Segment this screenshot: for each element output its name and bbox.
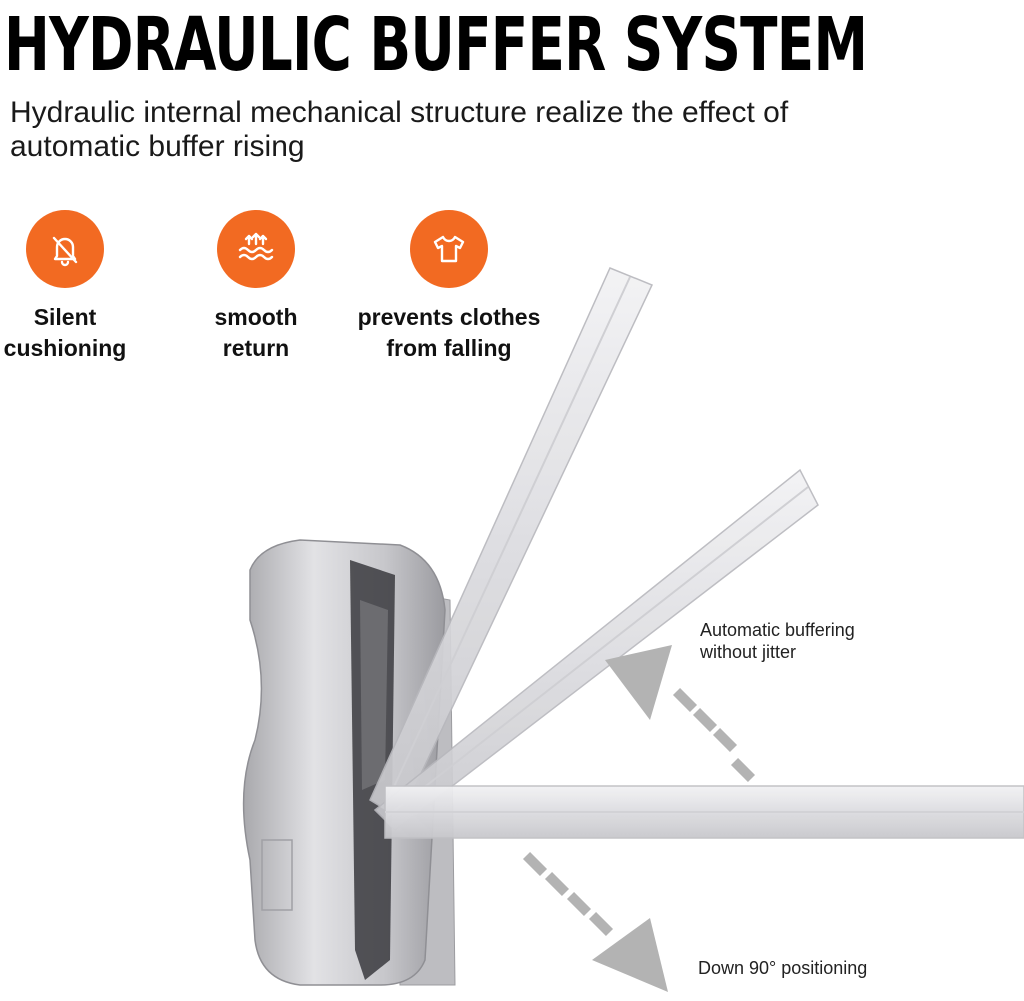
arrow-down-dashed-icon	[522, 851, 668, 992]
buffering-annotation-line1: Automatic buffering	[700, 620, 855, 640]
bar-position-horizontal	[384, 785, 1024, 839]
page-title: HYDRAULIC BUFFER SYSTEM	[4, 2, 868, 88]
feature-prevents-clothes-falling: prevents clothes from falling	[349, 210, 549, 364]
positioning-annotation: Down 90° positioning	[698, 958, 868, 978]
buffering-annotation: Automatic buffering without jitter	[700, 619, 855, 663]
buffering-annotation-line2: without jitter	[700, 642, 797, 662]
feature-label-line2: from falling	[386, 335, 512, 361]
t-shirt-icon	[410, 210, 488, 288]
feature-label-line2: return	[222, 335, 290, 361]
arrow-up-dashed-icon	[605, 645, 756, 783]
feature-label-line1: Silent	[33, 304, 97, 330]
feature-label-line2: cushioning	[3, 335, 127, 361]
hinge-housing	[242, 539, 446, 986]
mounting-plate	[394, 589, 456, 986]
feature-smooth-return: smooth return	[156, 210, 356, 364]
feature-label-line1: prevents clothes	[357, 304, 541, 330]
water-waves-up-arrows-icon	[217, 210, 295, 288]
feature-label-line1: smooth	[214, 304, 298, 330]
muted-bell-icon	[26, 210, 104, 288]
feature-silent-cushioning: Silent cushioning	[0, 210, 165, 364]
page-subtitle: Hydraulic internal mechanical structure …	[10, 96, 789, 163]
